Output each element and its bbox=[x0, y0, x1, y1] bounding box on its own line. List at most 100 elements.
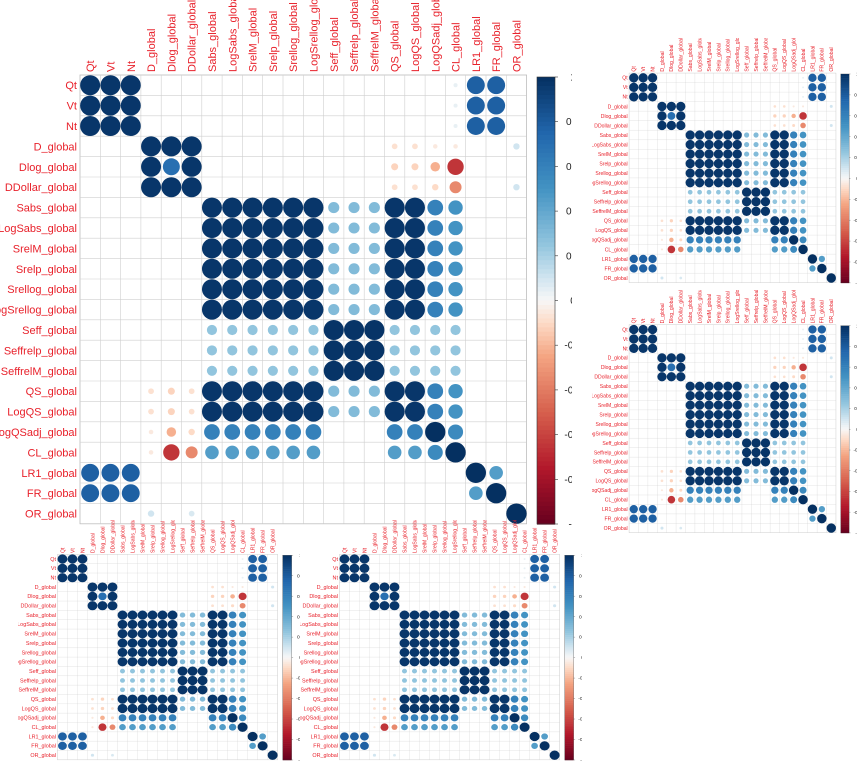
mr-cell-10-18 bbox=[799, 420, 807, 428]
tr-cell-9-9 bbox=[713, 158, 724, 169]
mr-cell-15-15 bbox=[770, 466, 780, 476]
tr-colorbar-segment bbox=[840, 99, 850, 102]
mr-colorbar-segment bbox=[840, 464, 850, 467]
bl-col-label-srelm_global: SrelM_global bbox=[140, 524, 146, 553]
tr-col-label-seffrelm_global: SeffrelM_global bbox=[763, 38, 769, 72]
bl-col-label-logsabs_global: LogSabs_global bbox=[130, 520, 136, 553]
mr-colorbar-segment bbox=[840, 352, 850, 355]
mr-colorbar-label: -0.4 bbox=[853, 468, 857, 473]
bc-colorbar-segment bbox=[564, 721, 574, 724]
mr-colorbar-segment bbox=[840, 466, 850, 469]
mr-row-label-logsabs_global: LogSabs_global bbox=[592, 394, 628, 400]
bl-cell-5-18 bbox=[239, 602, 246, 609]
bc-col-label-or_global: OR_global bbox=[552, 529, 558, 553]
bl-cell-13-11 bbox=[170, 678, 176, 683]
bl-cell-11-9 bbox=[147, 657, 158, 667]
main-cell-13-10 bbox=[288, 345, 299, 356]
mr-cell-6-8 bbox=[704, 381, 714, 391]
bc-cell-17-16 bbox=[500, 714, 509, 722]
bc-colorbar-label: -0.6 bbox=[578, 717, 582, 723]
bc-cell-19-1 bbox=[350, 732, 359, 741]
bl-row-label-qs_global: QS_global bbox=[31, 697, 56, 703]
bc-colorbar-segment bbox=[564, 633, 574, 636]
main-colorbar-segment bbox=[537, 434, 555, 440]
tr-cell-15-6 bbox=[685, 216, 695, 226]
main-row-label-cl_global: CL_global bbox=[27, 447, 77, 459]
main-colorbar-segment bbox=[537, 242, 555, 248]
bl-cell-13-9 bbox=[150, 678, 156, 683]
tr-cell-18-8 bbox=[705, 246, 713, 253]
mr-colorbar-segment bbox=[840, 325, 850, 329]
bc-colorbar-segment bbox=[564, 735, 574, 738]
bc-cell-3-18 bbox=[523, 586, 526, 589]
bc-cell-8-9 bbox=[429, 629, 440, 639]
mr-cell-18-4 bbox=[667, 495, 676, 504]
mr-cell-18-7 bbox=[696, 496, 703, 503]
tr-row-label-vt: Vt bbox=[623, 85, 628, 91]
main-cell-9-7 bbox=[222, 258, 243, 279]
bc-colorbar-segment bbox=[564, 596, 574, 599]
tr-cell-6-8 bbox=[704, 130, 714, 140]
mr-colorbar-segment bbox=[840, 512, 850, 515]
bc-cell-12-18 bbox=[522, 668, 528, 674]
bl-cell-16-6 bbox=[117, 703, 128, 714]
bc-colorbar-segment bbox=[564, 602, 574, 605]
tr-colorbar-segment bbox=[840, 151, 850, 154]
main-cell-19-1 bbox=[101, 463, 120, 482]
bl-cell-18-8 bbox=[139, 724, 146, 731]
bl-colorbar-segment bbox=[282, 739, 292, 742]
bc-cell-15-16 bbox=[499, 694, 510, 704]
tr-colorbar-segment bbox=[840, 257, 850, 261]
mr-colorbar-segment bbox=[840, 348, 850, 351]
mr-colorbar-label: 0.6 bbox=[854, 365, 857, 370]
main-cell-6-13 bbox=[348, 202, 360, 214]
main-colorbar-segment bbox=[537, 211, 555, 217]
bl-colorbar-segment bbox=[282, 702, 292, 705]
bc-row-label-srelp_global: Srelp_global bbox=[308, 641, 338, 647]
main-cell-11-13 bbox=[348, 304, 360, 316]
main-col-label-srellog_global: Srellog_global bbox=[288, 2, 300, 72]
mr-colorbar-segment bbox=[840, 474, 850, 478]
bl-colorbar-segment bbox=[282, 596, 292, 599]
main-cell-10-16 bbox=[404, 279, 425, 300]
main-cell-12-9 bbox=[267, 324, 278, 336]
tr-cell-18-5 bbox=[678, 246, 684, 253]
tr-colorbar-segment bbox=[840, 165, 850, 169]
tr-cell-13-16 bbox=[781, 199, 787, 205]
main-col-label-sabs_global: Sabs_global bbox=[207, 11, 219, 72]
mr-cell-8-8 bbox=[704, 400, 714, 410]
tr-cell-9-14 bbox=[762, 161, 769, 167]
bl-cell-7-8 bbox=[137, 619, 148, 629]
tr-colorbar-segment bbox=[840, 105, 850, 108]
mr-colorbar-segment bbox=[840, 416, 850, 420]
bc-cell-16-16 bbox=[499, 703, 510, 714]
bl-cell-15-3 bbox=[91, 697, 94, 701]
bc-cell-14-12 bbox=[459, 685, 470, 695]
tr-cell-7-17 bbox=[790, 140, 798, 149]
bl-cell-1-20 bbox=[258, 564, 268, 573]
bc-colorbar-segment bbox=[564, 729, 574, 732]
bl-cell-18-15 bbox=[209, 724, 216, 731]
bl-row-label-logsrellog_global: LogSrellog_global bbox=[18, 660, 56, 666]
tr-row-label-ddollar_global: DDollar_global bbox=[594, 123, 627, 129]
bl-cell-11-11 bbox=[167, 657, 178, 667]
main-col-label-lr1_global: LR1_global bbox=[471, 16, 483, 72]
bl-cell-15-9 bbox=[147, 694, 158, 704]
tr-colorbar-segment bbox=[840, 249, 850, 252]
main-cell-16-13 bbox=[348, 406, 360, 418]
bc-row-label-qt: Qt bbox=[332, 557, 338, 563]
mr-cell-11-18 bbox=[799, 430, 807, 437]
bl-colorbar-segment bbox=[282, 678, 292, 681]
main-col-label-ddollar_global: DDollar_global bbox=[187, 0, 199, 72]
bc-colorbar-segment bbox=[564, 702, 574, 705]
bc-colorbar-segment bbox=[564, 565, 574, 568]
main-colorbar-segment bbox=[537, 117, 555, 123]
bc-cell-10-7 bbox=[409, 647, 420, 658]
bl-row-label-logqs_global: LogQS_global bbox=[22, 706, 56, 712]
mr-cell-11-16 bbox=[779, 428, 789, 439]
tr-cell-6-13 bbox=[753, 132, 759, 138]
mr-colorbar-segment bbox=[840, 350, 850, 353]
bc-colorbar-segment bbox=[564, 622, 574, 626]
bl-cell-10-10 bbox=[157, 647, 168, 658]
bc-colorbar-segment bbox=[564, 645, 574, 648]
